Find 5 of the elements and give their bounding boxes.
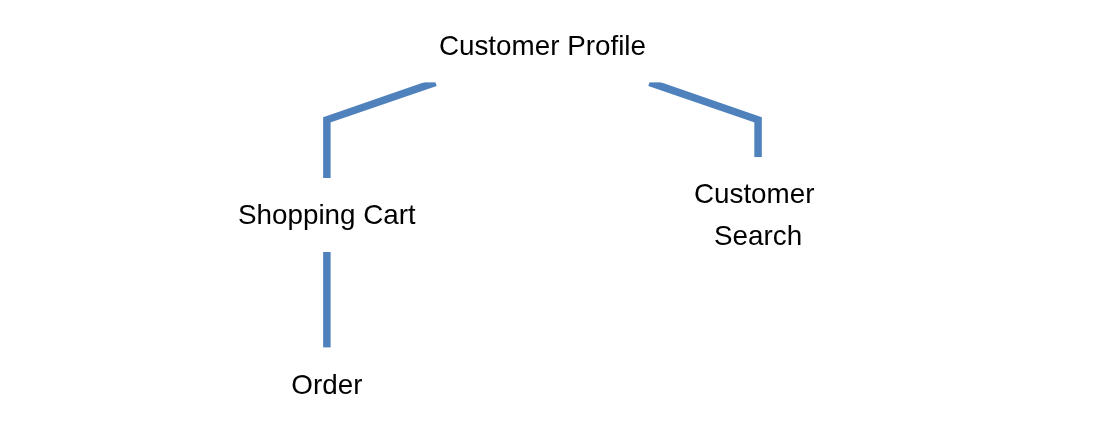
connector — [323, 251, 331, 348]
node-text: Customer Search — [693, 177, 815, 252]
node-text: Customer Profile — [438, 28, 647, 61]
node-text: Order — [291, 367, 363, 401]
node-text: Shopping Cart — [237, 198, 416, 231]
